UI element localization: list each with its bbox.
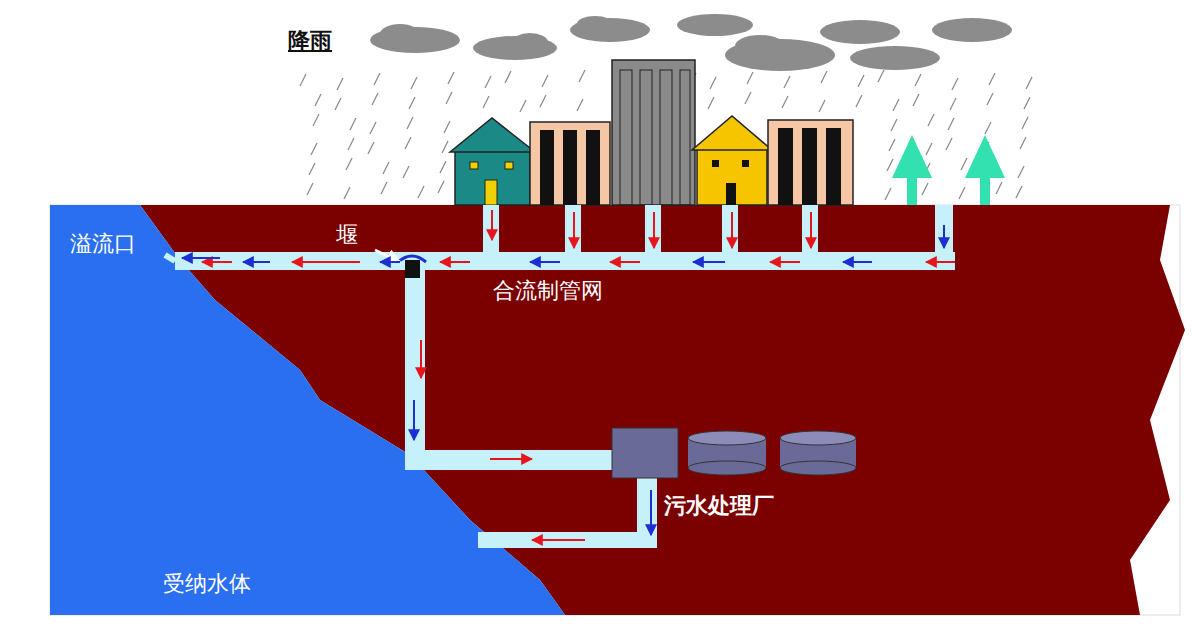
flow-arrow [530, 261, 560, 263]
ground [50, 205, 1185, 615]
flow-arrow [731, 212, 733, 248]
water-body-label: 受纳水体 [163, 571, 251, 597]
flow-arrow [693, 261, 725, 263]
flow-arrow [770, 261, 800, 263]
weir-overflow [398, 256, 426, 262]
treatment-plant [612, 428, 856, 478]
combined-sewer-pipes [175, 205, 955, 548]
flow-arrows [182, 210, 955, 540]
flow-arrow [573, 212, 575, 248]
flow-arrow [202, 261, 232, 263]
flow-arrow [532, 539, 585, 541]
flow-arrow [943, 225, 945, 248]
buildings [450, 60, 853, 205]
flow-arrow [490, 458, 532, 460]
flow-arrow [182, 257, 220, 259]
flow-arrow [926, 261, 955, 263]
flow-arrow [243, 261, 270, 263]
flow-arrow [491, 210, 493, 240]
flow-arrow [380, 261, 400, 263]
weir-pointer [375, 250, 400, 262]
outfall-label: 溢流口 [70, 231, 136, 257]
flow-arrow [843, 261, 872, 263]
rain-label: 降雨 [288, 28, 332, 54]
trees [892, 135, 1005, 205]
flow-arrow [420, 340, 422, 378]
flow-arrow [610, 261, 640, 263]
weir [405, 260, 420, 278]
flow-arrow [440, 261, 470, 263]
flow-arrow [653, 212, 655, 248]
outfall-spout [165, 255, 175, 261]
weir-label: 堰 [336, 222, 358, 248]
flow-arrow [292, 261, 360, 263]
flow-arrow [810, 212, 812, 248]
pipe-network-label: 合流制管网 [493, 278, 603, 304]
flow-arrow [413, 400, 415, 440]
flow-arrow [650, 490, 652, 535]
plant-label: 污水处理厂 [664, 493, 774, 519]
